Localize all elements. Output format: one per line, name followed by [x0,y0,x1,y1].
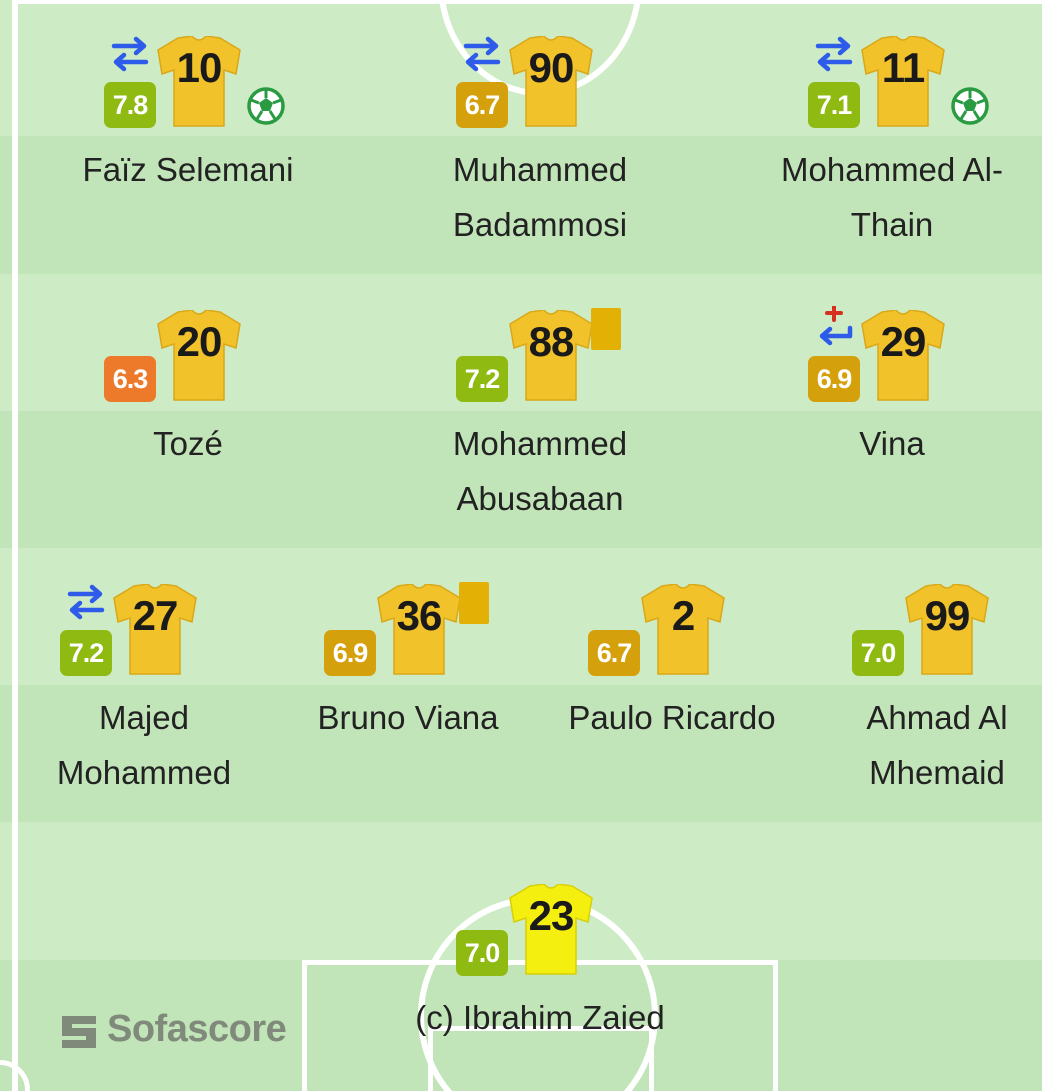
player-card[interactable]: 36 6.9 Bruno Viana [278,582,538,754]
shirt-number: 2 [671,592,695,639]
pitch-stripe [0,685,1042,822]
player-card[interactable]: 88 7.2 Mohammed Abusabaan [410,308,670,517]
substitution-icon [463,36,501,72]
yellow-card-icon [459,582,489,624]
player-card[interactable]: 90 6.7 Muhammed Badammosi [410,36,670,243]
shirt-number: 29 [880,318,927,365]
player-name: Paulo Ricardo [568,699,776,736]
rating-badge: 7.2 [60,630,112,676]
sub-in-icon [819,306,853,346]
shirt-number: 20 [176,318,223,365]
player-card-goalkeeper[interactable]: 23 7.0 (c) Ibrahim Zaied [410,884,670,1054]
shirt-icon: 2 [640,584,726,676]
player-name: Mohammed Abusabaan [452,425,628,517]
player-name: Ahmad Al Mhemaid [866,699,1008,791]
shirt-number: 11 [881,44,925,91]
logo-text: Sofascore [107,1008,287,1050]
shirt-icon: 99 [904,584,990,676]
player-card[interactable]: 10 7.8 Faïz Selemani [58,36,318,206]
player-name: Mohammed Al-Thain [781,151,1003,243]
substitution-icon [815,36,853,72]
rating-badge: 7.8 [104,82,156,128]
shirt-icon: 27 [112,584,198,676]
player-card[interactable]: 20 6.3 Tozé [58,310,318,480]
player-name: Majed Mohammed [56,699,232,791]
pitch-stripe [0,411,1042,548]
rating-badge: 6.9 [324,630,376,676]
goal-area [428,1026,654,1091]
player-card[interactable]: 2 6.7 Paulo Ricardo [542,584,802,754]
shirt-number: 99 [924,592,971,639]
shirt-number: 27 [132,592,179,639]
shirt-icon: 10 [156,36,242,128]
substitution-icon [67,584,105,620]
shirt-icon: 29 [860,310,946,402]
shirt-icon: 88 [508,310,594,402]
rating-badge: 6.7 [588,630,640,676]
player-name: (c) Ibrahim Zaied [415,999,665,1036]
player-card[interactable]: 11 7.1 Mohammed Al-Thain [762,36,1022,243]
shirt-number: 10 [176,44,223,91]
sofascore-logo-icon [62,1016,96,1048]
player-name: Faïz Selemani [82,151,294,188]
player-name: Muhammed Badammosi [452,151,628,243]
rating-badge: 7.2 [456,356,508,402]
player-name: Bruno Viana [317,699,499,736]
left-touchline [12,0,18,1091]
shirt-icon: 20 [156,310,242,402]
pitch-stripe [0,136,1042,274]
shirt-number: 88 [528,318,575,365]
player-name: Tozé [153,425,223,462]
substitution-icon [111,36,149,72]
shirt-number: 36 [396,592,443,639]
goalkeeper-shirt-icon: 23 [508,884,594,976]
player-card[interactable]: 29 6.9 Vina [762,306,1022,480]
rating-badge: 6.3 [104,356,156,402]
shirt-icon: 36 [376,584,462,676]
rating-badge: 7.0 [456,930,508,976]
shirt-number: 23 [528,892,575,939]
rating-badge: 7.1 [808,82,860,128]
rating-badge: 7.0 [852,630,904,676]
goal-ball-icon [951,87,989,125]
rating-badge: 6.7 [456,82,508,128]
player-card[interactable]: 99 7.0 Ahmad Al Mhemaid [806,584,1042,791]
player-card[interactable]: 27 7.2 Majed Mohammed [14,584,274,791]
shirt-icon: 90 [508,36,594,128]
yellow-card-icon [591,308,621,350]
player-name: Vina [859,425,925,462]
shirt-icon: 11 [860,36,946,128]
rating-badge: 6.9 [808,356,860,402]
goal-ball-icon [247,87,285,125]
shirt-number: 90 [528,44,575,91]
